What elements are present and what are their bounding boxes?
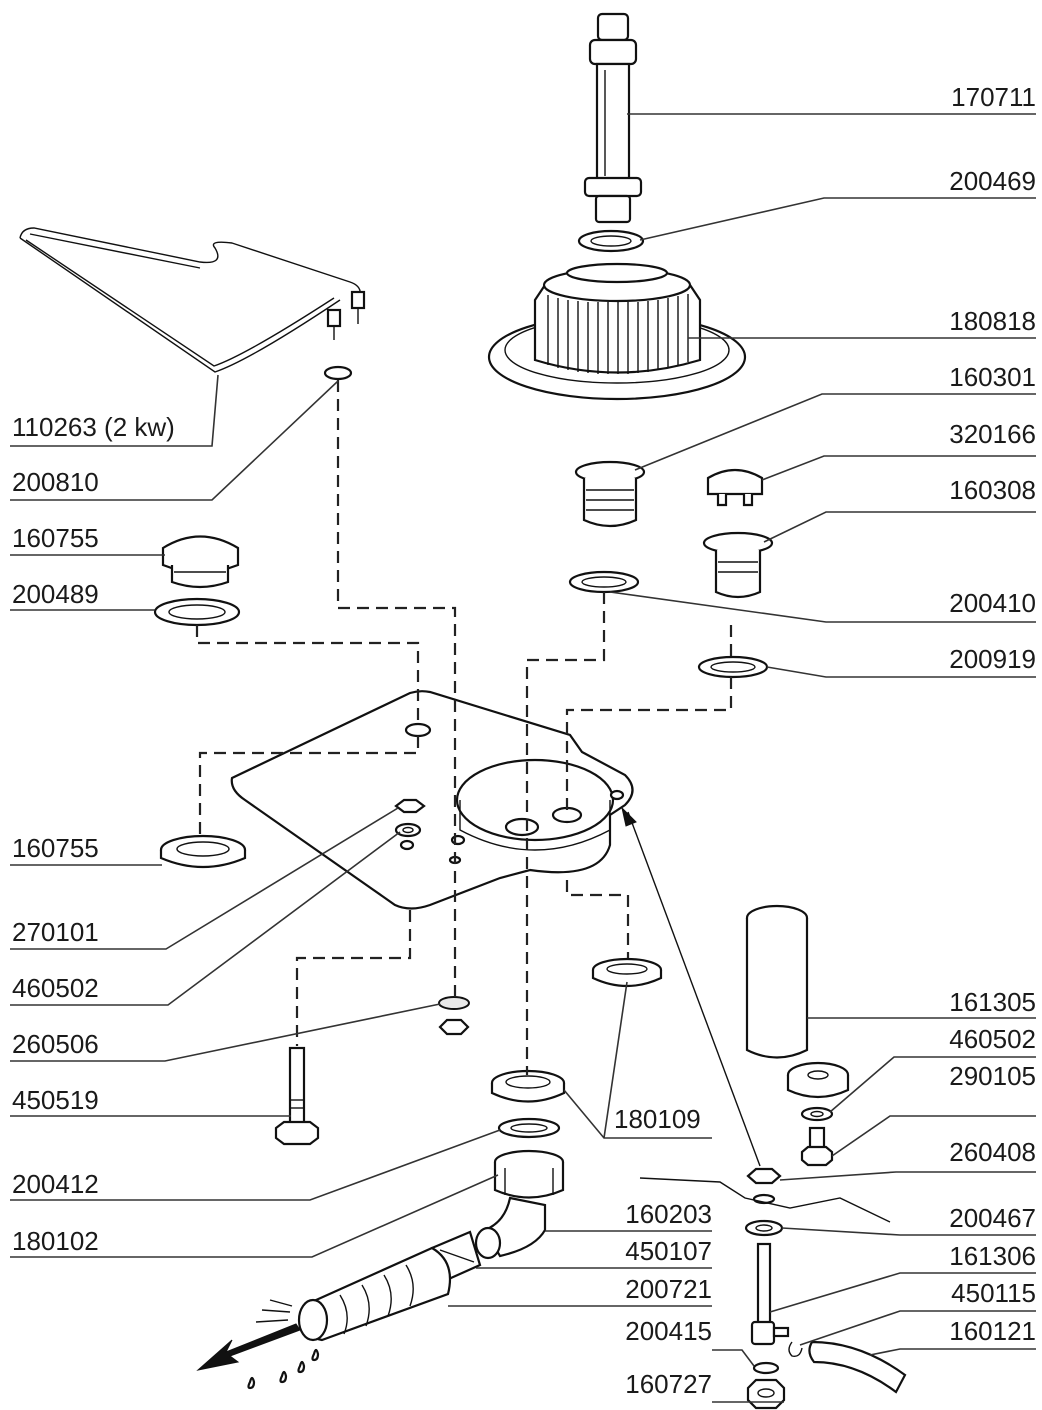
part-270101-nut[interactable] [394, 798, 426, 814]
label-200412: 200412 [12, 1169, 99, 1199]
label-160301: 160301 [949, 362, 1036, 392]
label-260408: 260408 [949, 1137, 1036, 1167]
wire [639, 1177, 891, 1223]
label-180102: 180102 [12, 1226, 99, 1256]
part-200810-oring[interactable] [323, 365, 353, 381]
label-160308: 160308 [949, 475, 1036, 505]
part-160727-nut[interactable] [746, 1378, 786, 1410]
label-260506: 260506 [12, 1029, 99, 1059]
label-170711: 170711 [951, 82, 1036, 112]
part-110263-heating-element[interactable] [19, 227, 366, 373]
part-290105-bolt[interactable] [800, 1126, 834, 1167]
part-160203-elbow[interactable] [474, 1196, 547, 1260]
label-160755-mid: 160755 [12, 833, 99, 863]
part-180109-nut-right[interactable] [591, 957, 663, 988]
part-160121-hose[interactable] [808, 1340, 907, 1394]
label-110263: 110263 (2 kw) [12, 412, 175, 442]
label-160203: 160203 [625, 1199, 712, 1229]
part-161306-pipe[interactable] [750, 1242, 790, 1346]
part-200919-seal[interactable] [697, 655, 769, 679]
label-180109: 180109 [614, 1104, 701, 1134]
label-200410: 200410 [949, 588, 1036, 618]
label-160755-top: 160755 [12, 523, 99, 553]
part-161305-cylinder[interactable] [745, 904, 850, 1099]
assembly-dashed-lines [195, 380, 733, 1075]
label-450107: 450107 [625, 1236, 712, 1266]
water-outflow-arrow [196, 1299, 320, 1390]
part-200467-washer[interactable] [744, 1219, 784, 1237]
part-200721-hose[interactable] [297, 1246, 452, 1342]
label-200919: 200919 [949, 644, 1036, 674]
label-320166: 320166 [949, 419, 1036, 449]
label-160727: 160727 [625, 1369, 712, 1399]
part-460502-washer-right[interactable] [800, 1106, 834, 1122]
part-200489-seal[interactable] [153, 597, 241, 627]
label-200415: 200415 [625, 1316, 712, 1346]
part-170711-pipe[interactable] [583, 12, 643, 224]
part-160301-nozzle[interactable] [574, 460, 646, 528]
part-labels: 170711 200469 180818 160301 320166 16030… [12, 82, 1036, 1399]
label-160121: 160121 [949, 1316, 1036, 1346]
label-290105: 290105 [949, 1061, 1036, 1091]
part-200469-seal[interactable] [577, 229, 645, 253]
part-160308-nozzle[interactable] [702, 531, 774, 599]
part-180109-nut-center[interactable] [490, 1069, 566, 1103]
label-180818: 180818 [949, 306, 1036, 336]
part-260506-seal[interactable] [438, 996, 470, 1036]
label-450519: 450519 [12, 1085, 99, 1115]
label-200721: 200721 [625, 1274, 712, 1304]
part-450519-bolt[interactable] [274, 1046, 320, 1146]
part-160755-ring-mid[interactable] [159, 834, 247, 869]
label-270101: 270101 [12, 917, 99, 947]
part-200412-seal[interactable] [497, 1117, 561, 1139]
part-base-plate[interactable] [230, 690, 634, 910]
label-161305: 161305 [949, 987, 1036, 1017]
part-180102-nut[interactable] [493, 1149, 565, 1199]
connection-arrow [621, 806, 761, 1167]
label-200469: 200469 [949, 166, 1036, 196]
label-200489: 200489 [12, 579, 99, 609]
leader-lines [10, 113, 1036, 1403]
part-320166-cap[interactable] [706, 468, 764, 507]
label-450115: 450115 [951, 1278, 1036, 1308]
part-260408-nut[interactable] [746, 1167, 782, 1205]
label-200810: 200810 [12, 467, 99, 497]
label-460502-left: 460502 [12, 973, 99, 1003]
part-200410-seal[interactable] [568, 570, 640, 594]
part-200415-oring[interactable] [752, 1361, 780, 1375]
part-460502-washer-left[interactable] [394, 822, 422, 838]
part-160755-cap-top[interactable] [161, 535, 240, 589]
label-161306: 161306 [949, 1241, 1036, 1271]
label-460502-right: 460502 [949, 1024, 1036, 1054]
label-200467: 200467 [949, 1203, 1036, 1233]
part-450115-clip[interactable] [788, 1341, 803, 1358]
part-180818-filter[interactable] [487, 262, 747, 401]
